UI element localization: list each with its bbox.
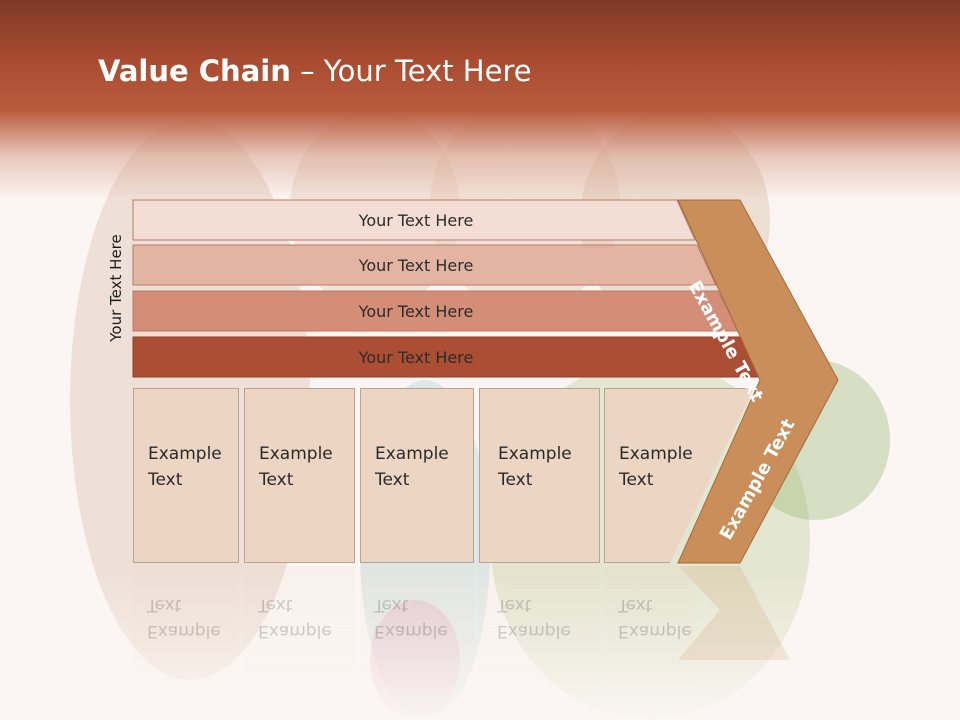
bar-2-shape xyxy=(132,244,717,286)
bar-3[interactable]: Your Text Here xyxy=(133,291,733,331)
chevron-reflection xyxy=(678,566,790,660)
bar-2[interactable]: Your Text Here xyxy=(133,245,713,285)
slide-title: Value Chain – Your Text Here xyxy=(98,54,532,88)
chevron-arrow xyxy=(677,199,839,564)
bar-1-shape xyxy=(132,199,696,241)
header-banner xyxy=(0,0,960,200)
bar-1-label: Your Text Here xyxy=(358,210,474,230)
bar-4-label: Your Text Here xyxy=(358,347,474,367)
bar-1[interactable]: Your Text Here xyxy=(133,200,693,240)
bar-3-label: Your Text Here xyxy=(358,301,474,321)
bar-2-label: Your Text Here xyxy=(358,255,474,275)
bar-4[interactable]: Your Text Here xyxy=(133,337,753,377)
